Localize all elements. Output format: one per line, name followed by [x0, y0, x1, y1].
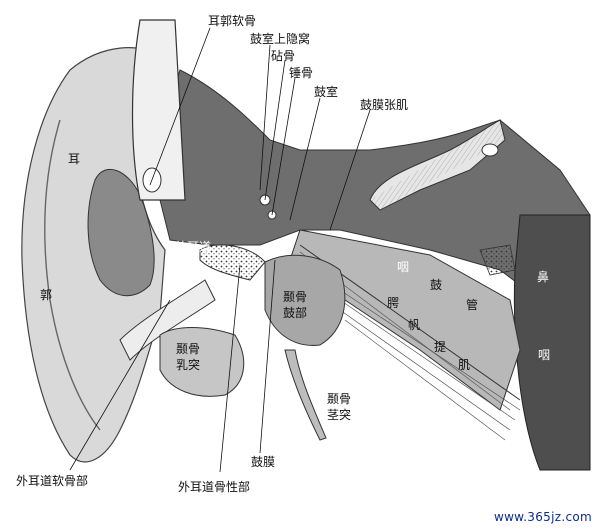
label-malleus: 锤骨 [289, 66, 314, 80]
label-levator-3: 提 [434, 340, 447, 354]
label-tensor-tympani: 鼓膜张肌 [360, 98, 409, 112]
styloid-process [284, 349, 327, 441]
label-pharynx: 咽 [397, 260, 410, 274]
label-auricle-1: 耳 [68, 152, 81, 166]
label-styloid-2: 茎突 [327, 408, 352, 422]
label-nose-pharynx: 咽 [538, 348, 551, 362]
pharyngeal-wall [513, 214, 591, 471]
auricle-inner-fold [44, 119, 101, 431]
leader-lines [69, 27, 371, 473]
label-temporal-tympanic-1: 颞骨 [283, 290, 308, 304]
label-tympanic-membrane: 鼓膜 [251, 455, 276, 469]
watermark: www.365jz.com [493, 510, 592, 524]
sphenoid-patch [479, 244, 516, 276]
temporal-bone-mass [159, 69, 591, 301]
label-styloid-1: 颞骨 [327, 392, 352, 406]
levator-muscle-stripes [339, 289, 521, 441]
label-nose: 鼻 [537, 270, 550, 284]
label-temporal-tympanic-2: 鼓部 [283, 306, 308, 320]
label-tube-2: 管 [466, 298, 479, 312]
label-levator-4: 肌 [458, 358, 471, 372]
label-ear-cartilage: 耳郭软骨 [208, 14, 257, 28]
tympanic-part [264, 254, 346, 346]
label-levator-1: 腭 [387, 296, 400, 310]
label-incus: 砧骨 [271, 49, 296, 63]
label-auricle-2: 郭 [40, 288, 53, 302]
label-tympanic-cavity: 鼓室 [314, 85, 339, 99]
concha [87, 168, 155, 297]
meatus-bone [199, 244, 266, 281]
cartilage-canal [119, 279, 216, 361]
label-mastoid-1: 颞骨 [176, 342, 201, 356]
label-mastoid-2: 乳突 [176, 358, 201, 372]
label-tube: 鼓 [430, 278, 443, 292]
ear-cartilage-shape [131, 19, 186, 201]
label-external-meatus: 外耳道 [175, 240, 212, 254]
label-cartilaginous-meatus: 外耳道软骨部 [16, 474, 89, 488]
label-epitympanic-recess: 鼓室上隐窝 [250, 32, 311, 46]
mastoid-process [159, 327, 245, 397]
label-levator-2: 帆 [408, 318, 421, 332]
label-bony-meatus: 外耳道骨性部 [178, 480, 251, 494]
